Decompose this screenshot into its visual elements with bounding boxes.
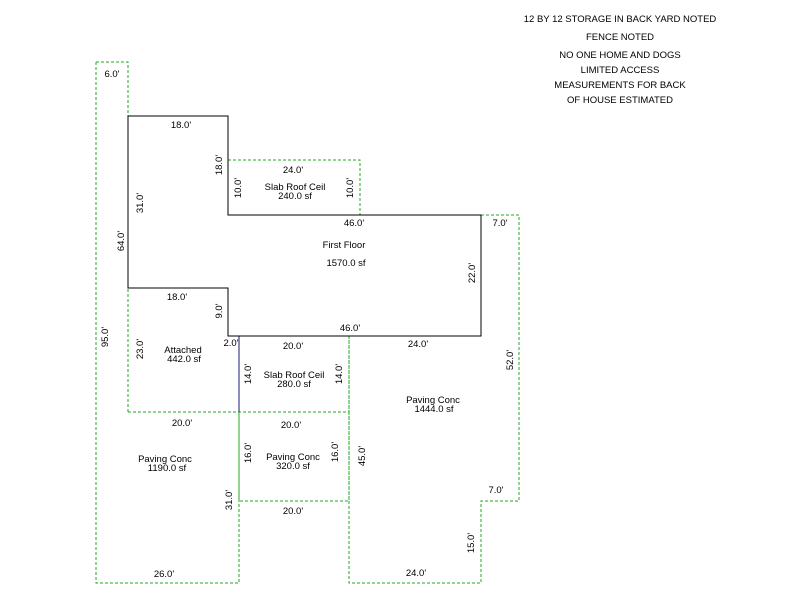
dim-label: 52.0' [505,350,516,370]
dim-label: 24.0' [283,165,303,176]
paving-left-area: 1190.0 sf [148,463,187,474]
dim-label: 14.0' [334,364,345,384]
dim-label: 64.0' [116,231,127,251]
paving-left-name: Paving Conc [138,454,192,465]
slab-top-name: Slab Roof Ceil [265,182,326,193]
note-line: FENCE NOTED [585,32,655,43]
dim-label: 46.0' [344,218,364,229]
dim-label: 10.0' [345,178,356,198]
outline-fence-left [95,61,240,584]
dim-label: 46.0' [340,323,360,334]
slab-top-area: 240.0 sf [278,191,312,202]
attached-area: 442.0 sf [167,354,201,365]
dim-label: 20.0' [283,506,303,517]
dim-label: 26.0' [154,569,174,580]
dim-label: 16.0' [243,443,254,463]
dim-label: 10.0' [233,178,244,198]
dim-label: 31.0' [224,490,235,510]
slab-mid-name: Slab Roof Ceil [264,370,325,381]
exterior-outlines [95,61,520,584]
note-line: OF HOUSE ESTIMATED [567,95,673,106]
sketch-notes: 12 BY 12 STORAGE IN BACK YARD NOTED FENC… [500,12,740,108]
dim-label: 18.0' [171,120,191,131]
outline-paving-right [348,214,520,584]
dim-label: 9.0' [214,303,225,318]
dim-label: 31.0' [135,193,146,213]
dim-label: 18.0' [167,292,187,303]
dim-label: 7.0' [488,485,503,496]
dim-label: 18.0' [214,155,225,175]
dim-label: 24.0' [406,568,426,579]
dim-label: 6.0' [104,69,119,80]
outline-first-floor [127,115,482,337]
first-floor-name: First Floor [323,240,366,251]
note-line: 12 BY 12 STORAGE IN BACK YARD NOTED [523,14,717,25]
dim-label: 20.0' [283,341,303,352]
note-line: NO ONE HOME AND DOGS [559,50,681,61]
dim-label: 2.0' [223,338,238,349]
note-line: MEASUREMENTS FOR BACK [554,80,686,91]
first-floor-area: 1570.0 sf [326,258,365,269]
dim-label: 45.0' [357,446,368,466]
dim-label: 14.0' [243,364,254,384]
dim-label: 95.0' [100,327,111,347]
note-line: LIMITED ACCESS [580,65,660,76]
dim-label: 16.0' [330,442,341,462]
dim-label: 20.0' [281,420,301,431]
dim-label: 24.0' [408,339,428,350]
outline-slab-top [228,159,361,215]
dim-label: 15.0' [466,533,477,553]
paving-right-area: 1444.0 sf [414,404,453,415]
dim-label: 7.0' [492,218,507,229]
attached-name: Attached [164,345,202,356]
paving-mid-area: 320.0 sf [276,461,310,472]
dim-label: 23.0' [135,339,146,359]
slab-mid-area: 280.0 sf [277,379,311,390]
dim-label: 20.0' [172,418,192,429]
paving-right-name: Paving Conc [406,395,460,406]
dim-label: 22.0' [467,263,478,283]
paving-mid-name: Paving Conc [266,452,320,463]
